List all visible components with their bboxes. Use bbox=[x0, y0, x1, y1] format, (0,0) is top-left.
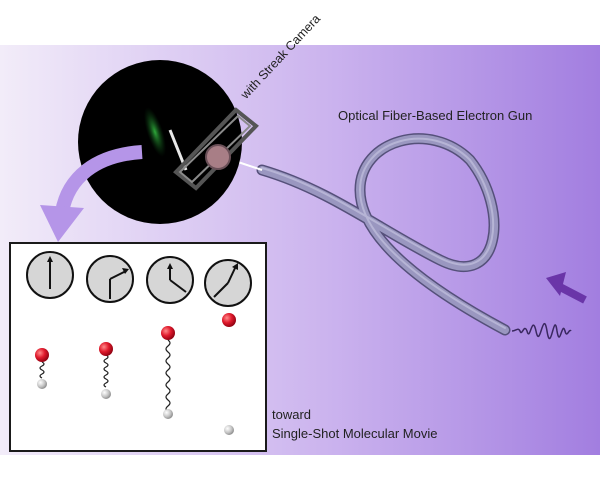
toward-label: toward bbox=[272, 407, 312, 422]
camera-view-icon bbox=[78, 60, 242, 224]
clock-icon bbox=[26, 251, 74, 299]
molecule-dissociated bbox=[222, 313, 236, 435]
clock-icon bbox=[204, 259, 252, 307]
optical-fiber bbox=[256, 133, 511, 336]
clock-icon bbox=[86, 255, 134, 303]
electron-gun-label: Optical Fiber-Based Electron Gun bbox=[338, 108, 533, 123]
laser-pulse-icon bbox=[511, 322, 572, 340]
molecule-medium bbox=[99, 342, 113, 399]
curved-arrow-icon bbox=[40, 145, 143, 242]
streak-camera-icon bbox=[173, 107, 259, 191]
molecule-long bbox=[161, 326, 175, 419]
clock-icon bbox=[146, 256, 194, 304]
molecular-movie-label: Single-Shot Molecular Movie bbox=[272, 426, 438, 441]
molecule-short bbox=[35, 348, 49, 389]
laser-direction-arrow-icon bbox=[546, 272, 587, 304]
